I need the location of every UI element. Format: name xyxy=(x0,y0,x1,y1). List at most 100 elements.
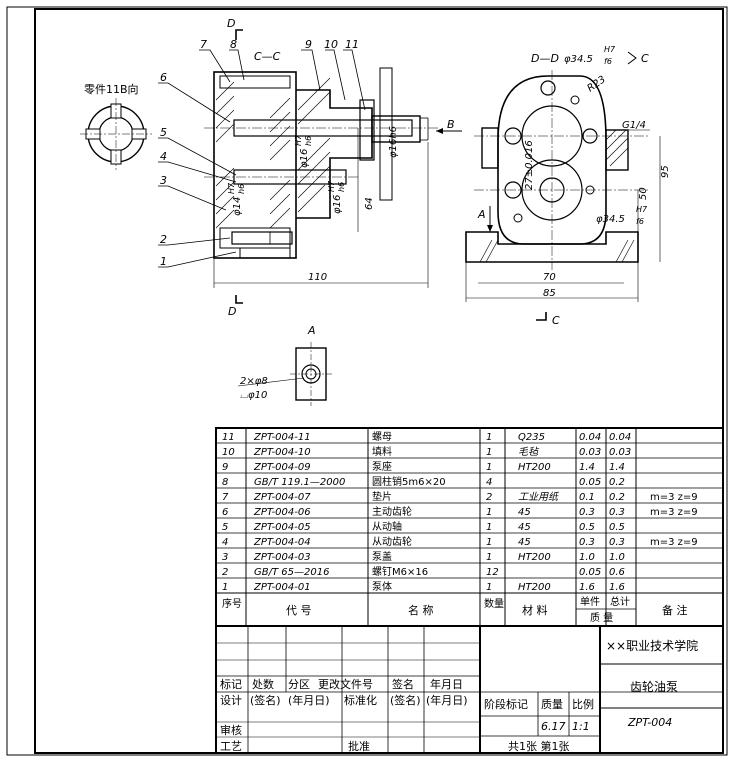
bom-cell-total: 0.3 xyxy=(609,537,625,548)
bom-header-code: 代 号 xyxy=(286,604,312,617)
tb-drawing-no: ZPT-004 xyxy=(627,716,672,729)
bom-cell-code: ZPT-004-06 xyxy=(253,507,311,518)
svg-text:H7: H7 xyxy=(294,134,303,146)
bom-cell-qty: 2 xyxy=(486,492,492,503)
bom-cell-total: 0.04 xyxy=(609,432,631,443)
svg-text:5: 5 xyxy=(160,126,167,139)
svg-text:φ14: φ14 xyxy=(232,197,243,216)
tb-mark: 标记 xyxy=(220,677,242,691)
bom-cell-no: 8 xyxy=(222,477,228,488)
bom-cell-material: HT200 xyxy=(518,462,551,473)
view-a: A 2×φ8 ⌴φ10 xyxy=(237,324,332,406)
tb-standard-sign: (签名) xyxy=(390,693,421,707)
svg-text:2×φ8: 2×φ8 xyxy=(240,376,268,387)
bom-cell-total: 0.6 xyxy=(609,567,625,578)
bom-cell-unit: 0.03 xyxy=(579,447,601,458)
tb-count: 处数 xyxy=(252,678,274,691)
svg-text:H7: H7 xyxy=(636,205,648,214)
svg-text:10: 10 xyxy=(324,38,338,51)
bom-cell-unit: 1.4 xyxy=(579,462,595,473)
bom-cell-name: 螺钉M6×16 xyxy=(372,566,428,578)
outer-frame xyxy=(6,6,728,756)
svg-text:70: 70 xyxy=(543,272,556,283)
bom-header-qty: 数量 xyxy=(484,597,504,610)
tb-zone: 分区 xyxy=(288,678,310,691)
svg-text:D—D: D—D xyxy=(531,52,559,65)
bom-cell-qty: 1 xyxy=(486,507,492,518)
tb-standard: 标准化 xyxy=(344,693,377,707)
svg-text:85: 85 xyxy=(543,288,556,299)
svg-text:4: 4 xyxy=(160,150,167,163)
bom-cell-note: m=3 z=9 xyxy=(650,492,698,503)
section-d-bottom: D xyxy=(228,295,243,318)
svg-text:H7: H7 xyxy=(327,180,336,192)
svg-text:2: 2 xyxy=(160,233,167,246)
view-dd: D—D C A xyxy=(465,51,649,270)
bom-cell-qty: 1 xyxy=(486,537,492,548)
title-block-grid xyxy=(216,626,723,753)
bom-header-mass: 质 量 xyxy=(590,612,613,624)
svg-text:110: 110 xyxy=(308,272,327,283)
bom-cell-no: 6 xyxy=(222,507,228,518)
bom-cell-name: 泵座 xyxy=(372,460,392,473)
bom-header-unit: 单件 xyxy=(580,596,600,608)
bom-cell-qty: 1 xyxy=(486,582,492,593)
svg-text:G1/4: G1/4 xyxy=(622,120,646,131)
svg-text:φ16: φ16 xyxy=(332,195,343,214)
bom-cell-material: 毛毡 xyxy=(518,446,540,458)
bom-header-material: 材 料 xyxy=(522,603,548,617)
tb-design: 设计 xyxy=(220,694,242,707)
view-cc: C—C xyxy=(204,50,462,259)
bom-cell-code: ZPT-004-11 xyxy=(253,432,311,443)
bom-cell-unit: 0.05 xyxy=(579,567,601,578)
bom-header-note: 备 注 xyxy=(662,603,688,617)
bom-cell-no: 9 xyxy=(222,462,228,473)
bom-cell-unit: 0.1 xyxy=(579,492,595,503)
svg-text:零件11B向: 零件11B向 xyxy=(84,82,139,96)
bom-cell-total: 1.0 xyxy=(609,552,625,563)
bom-cell-note: m=3 z=9 xyxy=(650,537,698,548)
tb-school: ××职业技术学院 xyxy=(606,638,698,653)
bom-cell-name: 从动轴 xyxy=(372,520,402,533)
svg-text:H7: H7 xyxy=(227,182,236,194)
bom-cell-code: GB/T 119.1—2000 xyxy=(254,477,345,488)
bom-cell-name: 从动齿轮 xyxy=(372,535,412,548)
bom-cell-code: ZPT-004-05 xyxy=(253,522,311,533)
bom-cell-name: 泵盖 xyxy=(372,550,392,563)
bom-cell-material: 45 xyxy=(518,522,531,533)
svg-text:9: 9 xyxy=(305,38,312,51)
svg-text:6: 6 xyxy=(160,71,167,84)
bom-header-name: 名 称 xyxy=(408,603,434,617)
bom-cell-total: 0.2 xyxy=(609,477,625,488)
bom-cell-code: ZPT-004-01 xyxy=(253,582,311,593)
svg-text:A: A xyxy=(477,208,486,221)
part-11-b-view: 零件11B向 xyxy=(80,82,152,170)
bom-cell-qty: 1 xyxy=(486,462,492,473)
tb-drawing-name: 齿轮油泵 xyxy=(630,680,678,694)
svg-text:11: 11 xyxy=(345,38,359,51)
svg-text:B: B xyxy=(447,118,455,131)
svg-text:f6: f6 xyxy=(604,57,612,66)
title-block-text: 标记 处数 分区 更改文件号 签名 年月日 设计 (签名) (年月日) 标准化 … xyxy=(220,638,698,753)
svg-text:95: 95 xyxy=(660,165,671,178)
svg-text:7: 7 xyxy=(200,38,207,51)
bom-cell-no: 3 xyxy=(222,552,228,563)
svg-text:8: 8 xyxy=(230,38,237,51)
bom-cell-code: ZPT-004-07 xyxy=(253,492,311,503)
section-c-bottom: C xyxy=(536,312,560,327)
svg-text:50: 50 xyxy=(638,187,649,200)
svg-text:φ16h6: φ16h6 xyxy=(388,126,399,158)
bom-cell-no: 2 xyxy=(222,567,228,578)
bom-cell-no: 7 xyxy=(222,492,229,503)
tb-stage: 阶段标记 xyxy=(484,697,528,711)
svg-text:C: C xyxy=(641,52,649,65)
bom-cell-unit: 0.05 xyxy=(579,477,601,488)
bom-cell-name: 垫片 xyxy=(372,490,392,503)
svg-text:h6: h6 xyxy=(337,182,346,192)
